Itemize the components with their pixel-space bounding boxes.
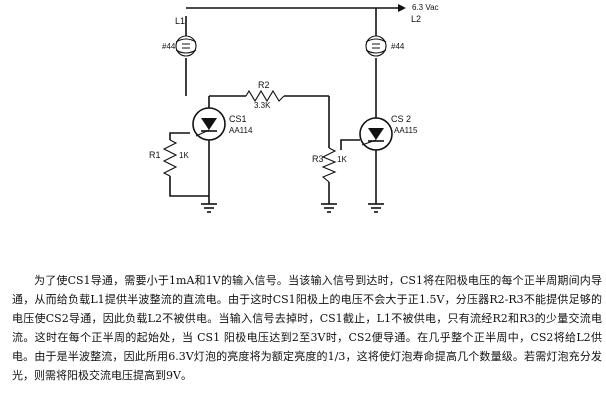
r1-value: 1K	[179, 151, 189, 160]
supply-label: 6.3 Vac	[412, 3, 439, 12]
cs1-part: AA114	[229, 126, 253, 135]
ground-icon	[368, 196, 384, 213]
cs1-name: CS1	[229, 114, 247, 124]
l1-name: L1	[175, 16, 185, 26]
circuit-schematic: 6.3 Vac L1 #44 L2 #44 R2 3.3K CS1 AA114 …	[149, 3, 439, 213]
lamp-l2	[365, 35, 387, 57]
r1-name: R1	[149, 150, 161, 160]
l2-type: #44	[391, 42, 405, 51]
wiring	[169, 7, 398, 197]
caption-text-block: 为了使CS1导通，需要小于1mA和1V的输入信号。当该输入信号到达时，CS1将在…	[12, 272, 602, 385]
device-cs2	[359, 117, 393, 151]
caption-paragraph: 为了使CS1导通，需要小于1mA和1V的输入信号。当该输入信号到达时，CS1将在…	[12, 274, 602, 382]
device-cs1	[192, 107, 226, 141]
cs2-part: AA115	[394, 126, 418, 135]
l2-name: L2	[411, 14, 421, 24]
resistor-r3	[321, 147, 337, 183]
ground-icon	[321, 196, 337, 213]
r3-name: R3	[312, 154, 324, 164]
supply-arrow-icon	[398, 4, 406, 12]
l1-type: #44	[162, 42, 176, 51]
r3-value: 1K	[337, 155, 347, 164]
r2-name: R2	[258, 80, 270, 90]
resistor-r1	[162, 139, 178, 177]
cs2-name: CS 2	[391, 114, 411, 124]
ground-icon	[201, 196, 217, 213]
resistor-r2	[245, 89, 285, 103]
r2-value: 3.3K	[254, 101, 271, 110]
lamp-l1	[175, 35, 197, 57]
